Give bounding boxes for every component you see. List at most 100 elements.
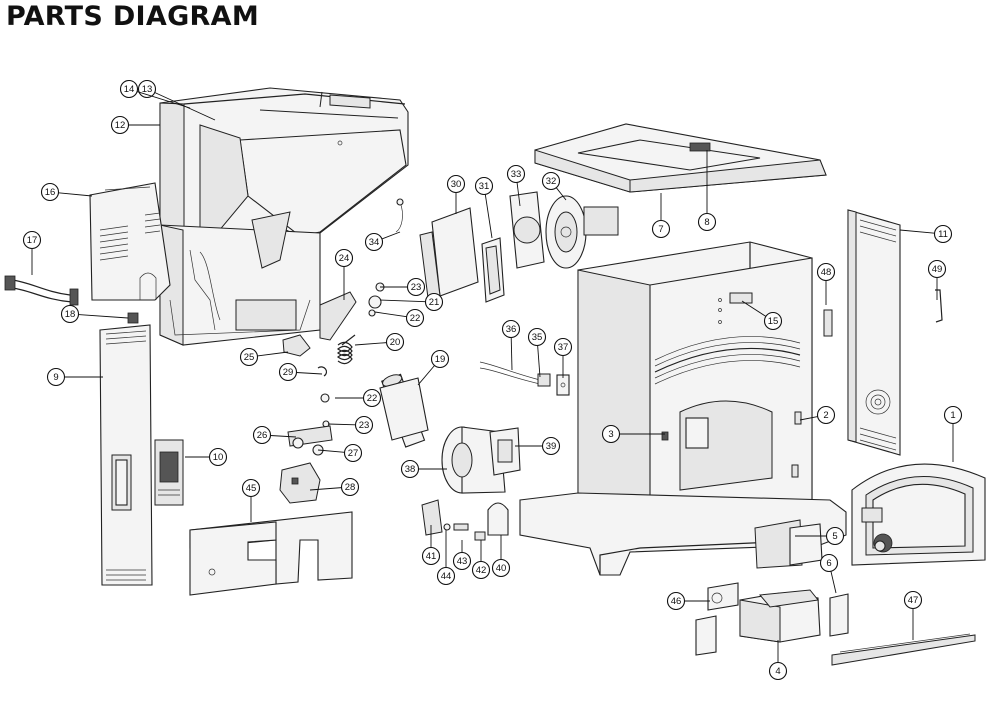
callout-number: 35	[532, 332, 543, 343]
callout-circle	[553, 337, 573, 357]
sensor-parts	[421, 361, 570, 541]
callout-circle	[452, 551, 472, 571]
callout-circle	[816, 262, 836, 282]
callout-circle	[506, 164, 526, 184]
callout-number: 28	[345, 482, 356, 493]
callout-number: 5	[832, 531, 837, 542]
callout-number: 39	[546, 441, 557, 452]
callout-number: 44	[441, 571, 452, 582]
callout-number: 49	[932, 264, 943, 275]
callout-37: 37	[553, 337, 573, 378]
leader-line	[899, 229, 935, 234]
front-panel-9	[99, 324, 153, 586]
callout-number: 14	[124, 84, 135, 95]
callout-number: 41	[426, 551, 437, 562]
callout-46: 46	[666, 591, 710, 611]
callout-number: 46	[671, 596, 682, 607]
callout-number: 12	[115, 120, 126, 131]
callout-number: 26	[257, 430, 268, 441]
callout-circle	[927, 259, 947, 279]
leader-line	[270, 435, 297, 438]
callout-number: 6	[826, 558, 831, 569]
callout-circle	[651, 219, 671, 239]
callout-number: 24	[339, 253, 350, 264]
part-18	[127, 312, 139, 324]
side-panel-11	[847, 209, 901, 456]
leader-line	[317, 449, 345, 453]
auger-parts	[279, 282, 429, 504]
callout-circle	[816, 405, 836, 425]
callout-number: 38	[405, 464, 416, 475]
callout-number: 3	[608, 429, 613, 440]
callout-39: 39	[515, 436, 561, 456]
leader-line	[381, 231, 401, 240]
callout-4: 4	[768, 640, 788, 681]
leader-line	[374, 311, 407, 318]
leader-line	[555, 187, 567, 201]
callout-12: 12	[110, 115, 160, 135]
callout-number: 27	[348, 448, 359, 459]
callout-circle	[354, 415, 374, 435]
callout-47: 47	[903, 590, 923, 640]
callout-circle	[208, 447, 228, 467]
callout-7: 7	[651, 193, 671, 239]
callout-40: 40	[491, 535, 511, 578]
callout-circle	[430, 349, 450, 369]
callout-number: 1	[950, 410, 955, 421]
callout-2: 2	[799, 405, 836, 425]
callout-44: 44	[436, 530, 456, 586]
callout-number: 37	[558, 342, 569, 353]
callout-circle	[400, 459, 420, 479]
callout-5: 5	[795, 526, 845, 546]
callout-circle	[343, 443, 363, 463]
callout-17: 17	[22, 230, 42, 275]
callout-circle	[527, 327, 547, 347]
leader-line	[296, 372, 323, 375]
callout-27: 27	[317, 443, 363, 463]
page-title: PARTS DIAGRAM	[6, 1, 260, 32]
callout-number: 11	[938, 229, 948, 240]
callout-number: 34	[369, 237, 380, 248]
callout-circle	[278, 362, 298, 382]
callout-circle	[933, 224, 953, 244]
callout-number: 21	[429, 297, 440, 308]
callout-number: 17	[27, 235, 38, 246]
callout-circle	[46, 367, 66, 387]
callout-circle	[40, 182, 60, 202]
callout-circle	[436, 566, 456, 586]
callout-circle	[405, 308, 425, 328]
leader-line	[799, 416, 818, 421]
callout-1: 1	[943, 405, 963, 462]
callout-number: 20	[390, 337, 401, 348]
callout-circle	[943, 405, 963, 425]
leader-line	[417, 365, 435, 386]
callout-circle	[241, 478, 261, 498]
callout-number: 16	[45, 187, 56, 198]
callout-number: 13	[142, 84, 153, 95]
leader-line	[136, 91, 191, 109]
callout-circle	[471, 560, 491, 580]
callout-circle	[385, 332, 405, 352]
leader-line	[516, 182, 521, 207]
callout-43: 43	[452, 540, 472, 571]
callout-number: 2	[823, 410, 828, 421]
callout-number: 32	[546, 176, 557, 187]
callout-31: 31	[474, 176, 494, 239]
callout-21: 21	[379, 292, 444, 312]
callout-circle	[825, 526, 845, 546]
callout-circle	[362, 388, 382, 408]
callout-number: 43	[457, 556, 468, 567]
callout-18: 18	[60, 304, 129, 324]
leader-line	[257, 351, 289, 357]
callout-number: 36	[506, 324, 517, 335]
callout-number: 25	[244, 352, 255, 363]
callout-41: 41	[421, 525, 441, 566]
callout-number: 4	[775, 666, 780, 677]
callout-number: 48	[821, 267, 832, 278]
callout-circle	[421, 546, 441, 566]
callout-36: 36	[501, 319, 521, 371]
callout-15: 15	[741, 300, 783, 331]
callout-33: 33	[506, 164, 526, 207]
leader-line	[327, 423, 356, 426]
